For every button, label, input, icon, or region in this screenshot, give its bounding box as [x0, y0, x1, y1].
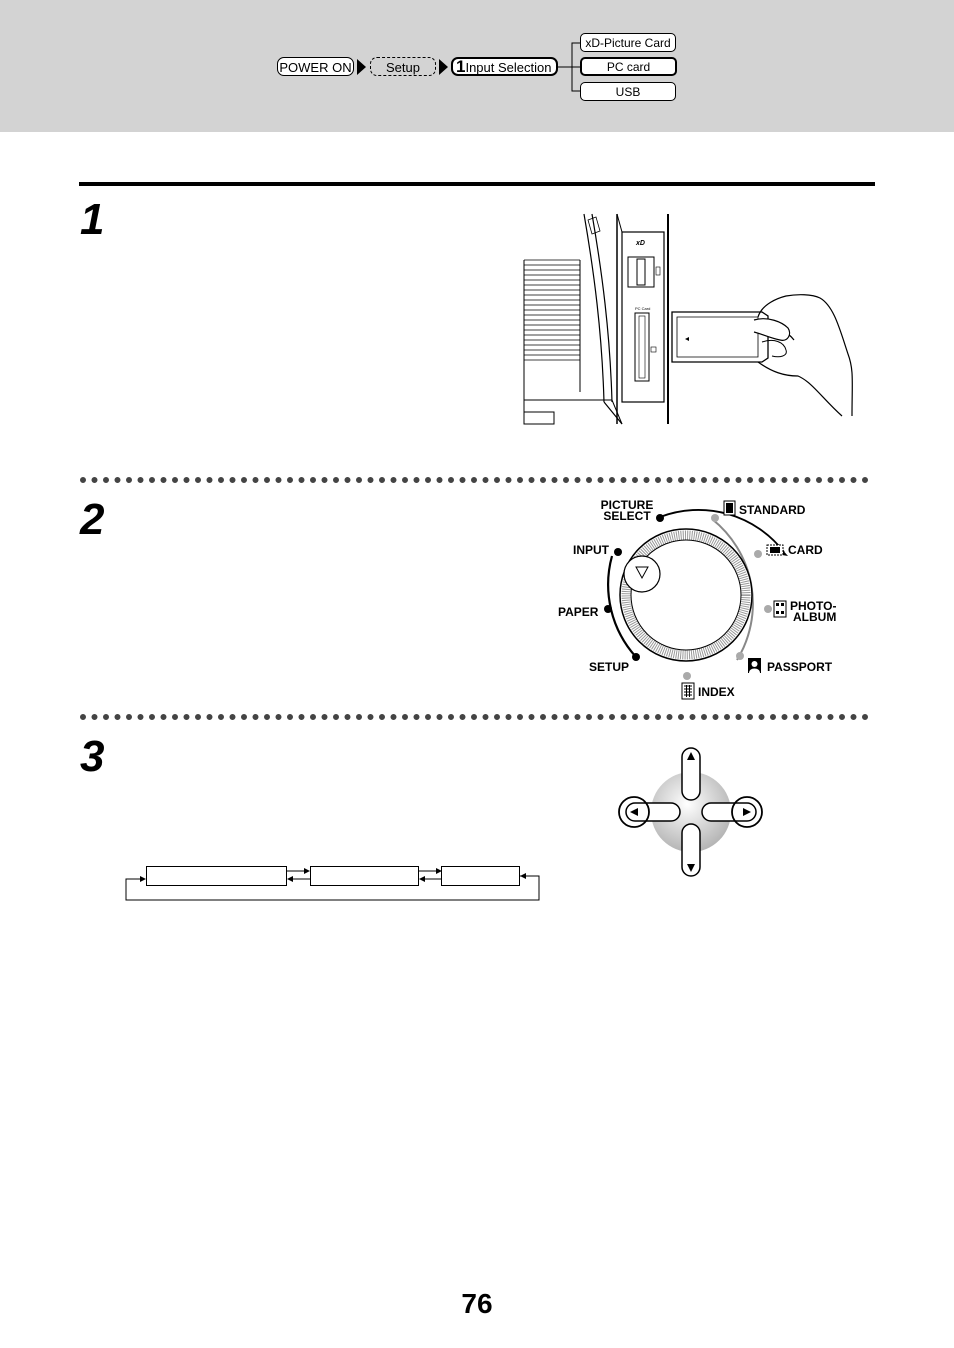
page-number: 76 [461, 1288, 493, 1319]
dial-label-select: SELECT [603, 509, 651, 523]
dial-label-index: INDEX [698, 685, 735, 699]
flow-box [441, 866, 520, 886]
nav-arrow-icon [439, 59, 448, 75]
directional-pad-illustration [618, 747, 763, 877]
dial-label-input: INPUT [573, 543, 610, 557]
setup-label: Setup [370, 57, 436, 76]
step-1-number: 1 [80, 195, 105, 244]
option-usb: USB [580, 82, 676, 101]
dial-label-passport: PASSPORT [767, 660, 833, 674]
svg-text:xD: xD [635, 240, 645, 247]
input-selection-label: 1Input Selection [451, 57, 558, 76]
dial-label-picture: PICTURE [601, 498, 654, 512]
power-on-label: POWER ON [277, 57, 354, 76]
section-rule [79, 182, 875, 186]
step-3-number: 3 [80, 732, 105, 781]
step-number-badge: 1 [456, 57, 466, 76]
flow-box [310, 866, 419, 886]
flow-arrows [125, 868, 540, 901]
input-selection-text: Input Selection [465, 60, 552, 75]
svg-text:PC Card: PC Card [635, 306, 650, 311]
dial-label-album: ALBUM [793, 610, 836, 624]
dial-label-card: CARD [788, 543, 823, 557]
dial-label-photo: PHOTO- [790, 599, 836, 613]
dotted-separator [80, 714, 878, 720]
mode-dial-illustration: PICTURE SELECT STANDARD INPUT CARD PAPER… [558, 498, 836, 700]
printer-card-insertion-illustration: xD PC Card [523, 213, 853, 425]
flow-box [146, 866, 287, 886]
options-bracket [558, 42, 580, 92]
option-xd-picture-card: xD-Picture Card [580, 33, 676, 52]
option-pc-card: PC card [580, 57, 677, 76]
nav-arrow-icon [357, 59, 366, 75]
dial-label-setup: SETUP [589, 660, 629, 674]
dotted-separator [80, 477, 878, 483]
dial-label-standard: STANDARD [739, 503, 806, 517]
dial-label-paper: PAPER [558, 605, 599, 619]
step-2-number: 2 [80, 495, 105, 544]
